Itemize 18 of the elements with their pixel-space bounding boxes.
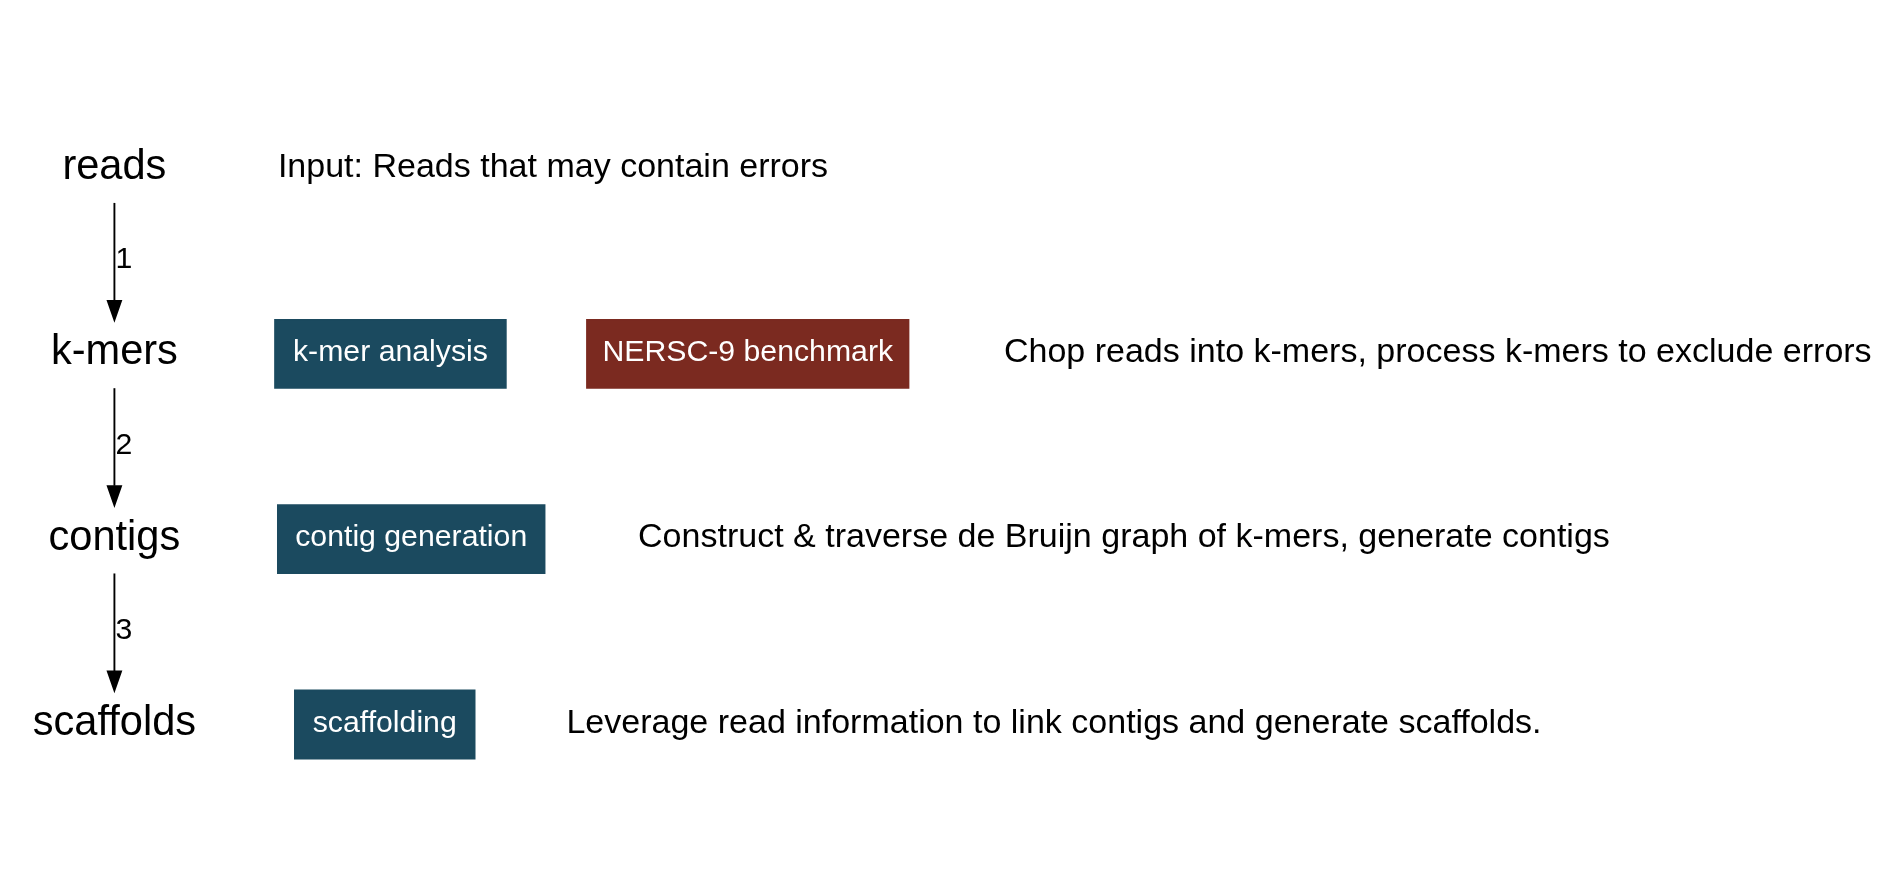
node-text: scaffolds bbox=[32, 696, 197, 744]
node-box: NERSC-9 benchmark bbox=[586, 318, 910, 389]
arrow bbox=[106, 386, 123, 508]
label: Input: Reads that may contain errors bbox=[277, 145, 829, 184]
label: Chop reads into k-mers, process k-mers to exclude errors bbox=[1003, 330, 1872, 369]
node-box: contig generation bbox=[277, 503, 546, 574]
node-box: k-mer analysis bbox=[274, 318, 507, 389]
arrow bbox=[106, 572, 123, 693]
node-text: k-mers bbox=[50, 325, 178, 373]
edge-label: 1 bbox=[115, 240, 133, 274]
edge-label: 2 bbox=[115, 426, 133, 460]
edge-label: 3 bbox=[115, 611, 133, 645]
node-text: contigs bbox=[48, 511, 181, 559]
node-text: reads bbox=[62, 140, 167, 188]
node-box: scaffolding bbox=[294, 688, 476, 759]
arrow bbox=[106, 201, 123, 323]
label: Leverage read information to link contigs and generate scaffolds. bbox=[566, 701, 1542, 740]
label: Construct & traverse de Bruijn graph of k-mers, generate contigs bbox=[638, 515, 1610, 554]
